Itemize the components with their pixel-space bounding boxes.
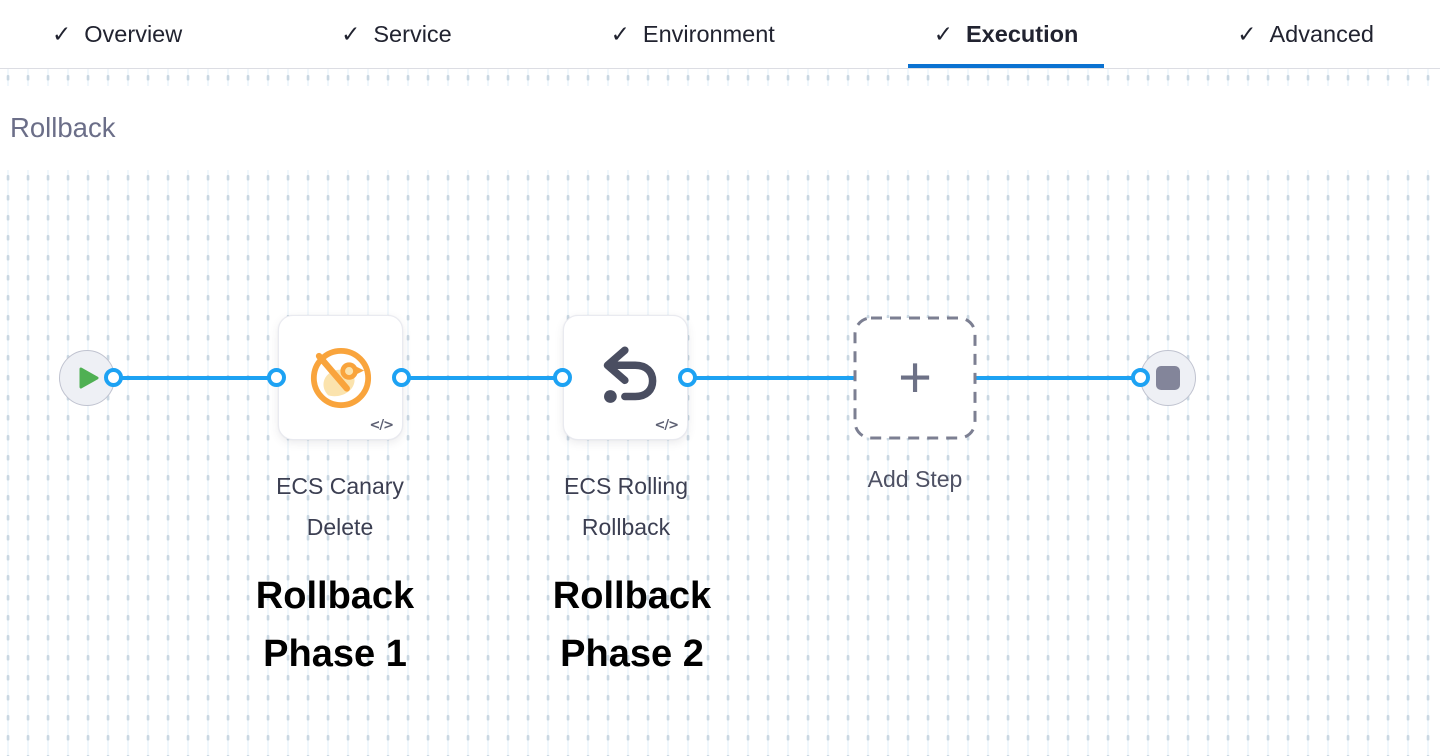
connector-port[interactable] <box>104 368 123 387</box>
check-icon: ✓ <box>933 20 953 47</box>
check-icon: ✓ <box>341 20 361 47</box>
flow-connector <box>114 376 277 380</box>
check-icon: ✓ <box>610 20 630 47</box>
plus-icon: + <box>898 345 932 410</box>
canvas-grid <box>0 69 1440 756</box>
ecs-rolling-rollback-icon <box>603 345 656 403</box>
connector-port[interactable] <box>1131 368 1150 387</box>
annotation-rollback-phase-2: Rollback Phase 2 <box>552 575 712 675</box>
connector-port[interactable] <box>553 368 572 387</box>
code-badge: </> <box>369 418 394 433</box>
step-ecs-canary-delete[interactable]: </> <box>278 315 403 440</box>
flow-connector <box>402 376 563 380</box>
add-step-button[interactable]: + <box>853 316 977 440</box>
step-label-ecs-canary-delete: ECS Canary Delete <box>276 473 404 540</box>
tab-environment[interactable]: ✓ Environment <box>585 0 801 68</box>
section-heading-band: Rollback <box>0 86 1440 170</box>
tab-overview[interactable]: ✓ Overview <box>26 0 208 68</box>
tab-advanced[interactable]: ✓ Advanced <box>1211 0 1400 68</box>
add-step-label: Add Step <box>867 466 963 492</box>
flow-connector <box>975 376 1141 380</box>
tab-label: Overview <box>84 20 183 47</box>
step-label-ecs-rolling-rollback: ECS Rolling Rollback <box>564 473 688 540</box>
end-node <box>1140 350 1196 406</box>
tab-label: Execution <box>966 20 1079 47</box>
stage-config-tabs: ✓ Overview ✓ Service ✓ Environment ✓ Exe… <box>0 0 1440 69</box>
connector-port[interactable] <box>678 368 697 387</box>
tab-label: Environment <box>642 20 775 47</box>
pipeline-canvas: Rollback </> </> <box>0 69 1440 756</box>
section-title: Rollback <box>10 112 116 143</box>
stop-icon <box>1156 366 1180 390</box>
annotation-rollback-phase-1: Rollback Phase 1 <box>255 575 415 675</box>
check-icon: ✓ <box>52 20 72 47</box>
tab-execution[interactable]: ✓ Execution <box>907 0 1105 68</box>
ecs-canary-delete-icon <box>310 347 371 408</box>
tab-label: Advanced <box>1269 20 1374 47</box>
code-badge: </> <box>654 418 679 433</box>
play-icon <box>79 367 99 389</box>
tab-service[interactable]: ✓ Service <box>315 0 478 68</box>
flow-connector <box>688 376 855 380</box>
step-ecs-rolling-rollback[interactable]: </> <box>563 315 688 440</box>
dashed-border <box>853 316 977 440</box>
check-icon: ✓ <box>1237 20 1257 47</box>
connector-port[interactable] <box>392 368 411 387</box>
tab-label: Service <box>373 20 452 47</box>
connector-port[interactable] <box>267 368 286 387</box>
